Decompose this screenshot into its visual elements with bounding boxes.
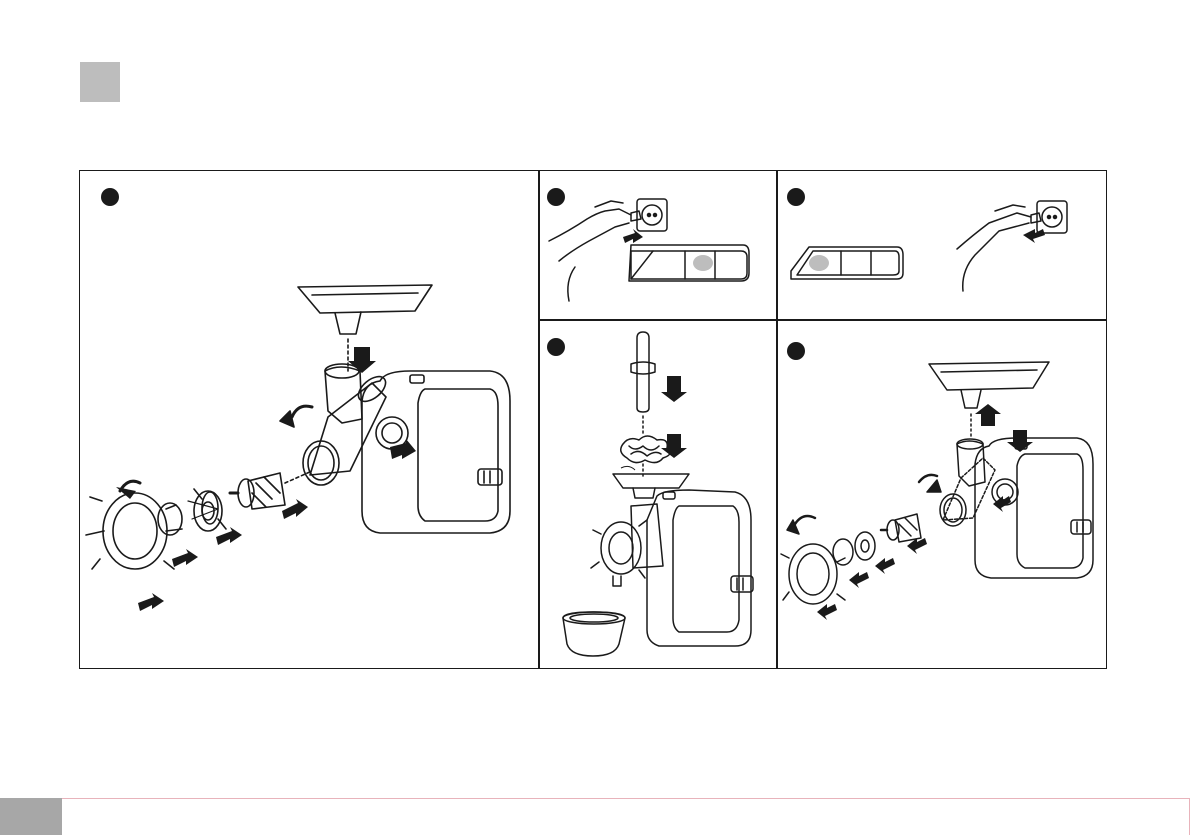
off-button-indicator (809, 255, 829, 271)
page-tab (0, 798, 62, 835)
meat-grinder-disassembly-illustration (777, 320, 1106, 668)
switch-off-and-unplug-illustration (777, 171, 1106, 318)
section-marker-square (80, 62, 120, 102)
meat-grinder-assembly-illustration (80, 171, 537, 668)
feeding-meat-with-pusher-illustration (539, 320, 775, 668)
plug-in-and-switch-on-illustration (539, 171, 775, 318)
on-button-indicator (693, 255, 713, 271)
page-footer (0, 798, 1190, 835)
footer-rule (62, 798, 1190, 799)
